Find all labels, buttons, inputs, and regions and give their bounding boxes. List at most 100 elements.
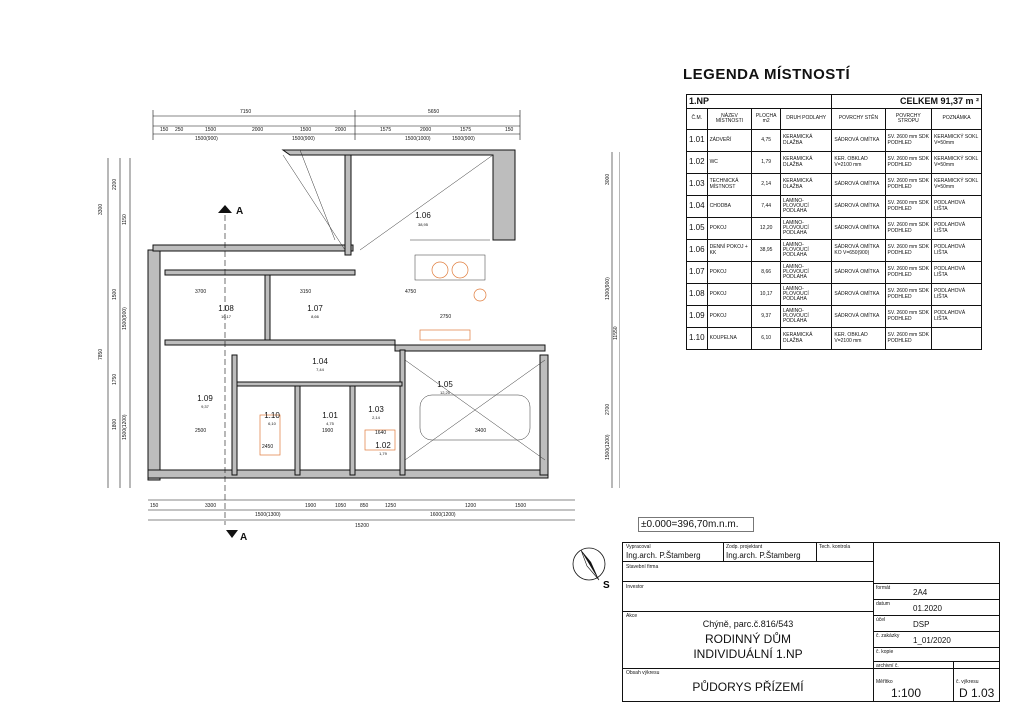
legend-cell: KERAMICKÁ DLAŽBA	[779, 151, 833, 174]
right-dim: 11550	[613, 326, 619, 340]
room-number: 1.02	[375, 441, 391, 450]
scale: 1:100	[891, 686, 922, 700]
room-area: 38,95	[418, 222, 429, 227]
room-number: 1.09	[197, 394, 213, 403]
legend-cell: 10,17	[751, 283, 781, 306]
top-dim-sub: 1500(1000)	[405, 136, 431, 142]
room-number: 1.04	[312, 357, 328, 366]
order-label: č. zakázky	[876, 633, 900, 639]
left-dim-total: 7850	[98, 349, 104, 360]
sheet-label: č. výkresu	[956, 679, 979, 685]
room-number: 1.03	[368, 405, 384, 414]
legend-cell: LAMINO-PLOVOUCÍ PODLAHA	[779, 305, 833, 328]
title-block: Vypracoval Ing.arch. P.Štamberg Zodp. pr…	[622, 542, 1000, 702]
top-dim: 250	[175, 127, 184, 133]
format: 2A4	[913, 588, 928, 597]
room-number: 1.07	[307, 304, 323, 313]
inner-dim: 2750	[440, 314, 451, 320]
legend-cell: POKOJ	[706, 305, 753, 328]
legend-cell: 7,44	[751, 195, 781, 218]
room-area: 9,37	[201, 404, 210, 409]
format-label: formát	[876, 585, 891, 591]
legend-cell: 1.05	[686, 217, 708, 240]
legend-cell: TECHNICKÁ MÍSTNOST	[706, 173, 753, 196]
top-dim: 1575	[380, 127, 391, 133]
room-1-07: 1.078,66	[307, 304, 323, 319]
legend-cell: KERAMICKÝ SOKL V=50mm	[931, 129, 982, 152]
left-dim: 3300	[98, 204, 104, 215]
inner-dim: 2500	[195, 428, 206, 434]
check-label: Tech. kontrola	[819, 544, 851, 550]
bottom-dim: 150	[150, 503, 159, 509]
legend-cell: LAMINO-PLOVOUCÍ PODLAHA	[779, 283, 833, 306]
legend-cell: WC	[706, 151, 753, 174]
legend-cell: SV. 2600 mm SDK PODHLED	[884, 195, 933, 218]
legend-cell: 1.06	[686, 239, 708, 262]
legend-cell: 1.09	[686, 305, 708, 328]
floor-plan: 7150 5650 150 250 1500 2000 1500 2000 15…	[98, 109, 620, 543]
column-header: Č.M.	[686, 108, 708, 130]
room-number: 1.10	[264, 411, 280, 420]
legend-cell: SÁDROVÁ OMÍTKA	[831, 305, 886, 328]
legend-cell: KERAMICKÁ DLAŽBA	[779, 327, 833, 350]
legend-cell: KERAMICKÁ DLAŽBA	[779, 173, 833, 196]
legend-cell: SÁDROVÁ OMÍTKA	[831, 261, 886, 284]
top-dim: 1500	[205, 127, 216, 133]
legend-table: 1.NP CELKEM 91,37 m ² Č.M. NÁZEV MÍSTNOS…	[685, 94, 982, 350]
legend-cell: SV. 2600 mm SDK PODHLED	[884, 173, 933, 196]
elevation-reference: ±0.000=396,70m.n.m.	[638, 517, 754, 532]
legend-cell: KERAMICKÁ DLAŽBA	[779, 129, 833, 152]
room-1-09: 1.099,37	[197, 394, 213, 409]
top-dim-sub: 1500(900)	[195, 136, 218, 142]
left-dim: 1500(1200)	[122, 414, 128, 440]
legend-cell: 38,95	[751, 239, 781, 262]
legend-cell	[931, 327, 982, 350]
date-label: datum	[876, 601, 890, 607]
legend-cell: 1.04	[686, 195, 708, 218]
room-area: 12,20	[440, 390, 451, 395]
company-label: Stavební firma	[626, 564, 659, 570]
legend-total: CELKEM 91,37 m ²	[831, 94, 982, 109]
legend-cell: KER. OBKLAD V=2100 mm	[831, 327, 886, 350]
legend-cell: SÁDROVÁ OMÍTKA	[831, 283, 886, 306]
legend-cell: LAMINO-PLOVOUCÍ PODLAHA	[779, 261, 833, 284]
room-1-03: 1.032,14	[368, 405, 384, 420]
legend-cell: SÁDROVÁ OMÍTKA	[831, 129, 886, 152]
column-header: POVRCHY STROPU	[884, 108, 933, 130]
top-dim: 150	[505, 127, 514, 133]
room-1-04: 1.047,44	[312, 357, 328, 372]
legend-cell: PODLAHOVÁ LIŠTA	[931, 305, 982, 328]
legend-cell: PODLAHOVÁ LIŠTA	[931, 261, 982, 284]
legend-cell: SV. 2600 mm SDK PODHLED	[884, 239, 933, 262]
column-header: PLOCHA m2	[751, 108, 781, 130]
legend-cell: POKOJ	[706, 217, 753, 240]
column-header: DRUH PODLAHY	[779, 108, 833, 130]
legend-cell: 8,66	[751, 261, 781, 284]
legend-cell: SV. 2600 mm SDK PODHLED	[884, 129, 933, 152]
top-dim-sub: 1500(900)	[452, 136, 475, 142]
left-dim: 2200	[112, 179, 118, 190]
inner-dim: 3150	[300, 289, 311, 295]
north-label: S	[603, 580, 610, 591]
legend-cell: LAMINO-PLOVOUCÍ PODLAHA	[779, 217, 833, 240]
legend-cell: SV. 2600 mm SDK PODHLED	[884, 283, 933, 306]
top-dim: 1500	[300, 127, 311, 133]
inner-dim: 2450	[262, 444, 273, 450]
top-dim-total-right: 5650	[428, 109, 439, 115]
project-title: RODINNÝ DŮM	[705, 632, 791, 646]
room-number: 1.05	[437, 380, 453, 389]
legend-cell: CHODBA	[706, 195, 753, 218]
legend-cell: 1.10	[686, 327, 708, 350]
room-area: 10,17	[221, 314, 232, 319]
sheet-number: D 1.03	[959, 686, 995, 700]
designer-label: Vypracoval	[626, 544, 651, 550]
legend-cell: SV. 2600 mm SDK PODHLED	[884, 151, 933, 174]
legend-cell: SÁDROVÁ OMÍTKA	[831, 217, 886, 240]
legend-cell: 1.07	[686, 261, 708, 284]
top-dim: 2000	[252, 127, 263, 133]
left-dim: 1150	[122, 214, 128, 225]
